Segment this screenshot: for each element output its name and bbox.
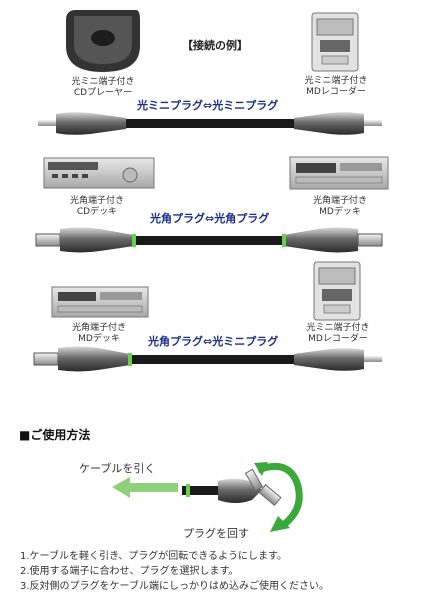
usage-heading: ■ご使用方法: [19, 428, 91, 442]
example-title: 【接続の例】: [182, 39, 248, 52]
row3-left-label-line2: MDデッキ: [78, 334, 120, 344]
pull-label: ケーブルを引く: [79, 462, 156, 475]
usage-step-2: 2.使用する端子に合わせ、プラグを選択します。: [20, 566, 239, 577]
row1-left-label-line1: 光ミニ端子付き: [71, 77, 135, 87]
row1-plug-label: 光ミニプラグ⇔光ミニプラグ: [137, 99, 279, 112]
row1-right-label-line2: MDレコーダー: [306, 87, 366, 97]
usage-step-3: 3.反対側のプラグをケーブル端にしっかりはめ込みご使用ください。: [20, 581, 329, 592]
row2-left-label-line2: CDデッキ: [76, 207, 118, 217]
row3-plug-label: 光角プラグ⇔光ミニプラグ: [148, 335, 279, 348]
pull-arrow-icon: [112, 477, 178, 498]
row2-right-label-line1: 光角端子付き: [312, 196, 367, 206]
row2-plug-label: 光角プラグ⇔光角プラグ: [150, 212, 270, 225]
row2-left-label-line1: 光角端子付き: [69, 196, 124, 206]
row3-right-label-line1: 光ミニ端子付き: [306, 323, 370, 333]
row1-left-label-line2: CDプレーヤー: [73, 88, 133, 98]
row2-right-label-line2: MDデッキ: [319, 207, 361, 217]
rotate-arrow-icon: [254, 462, 303, 532]
row3-right-label-line2: MDレコーダー: [308, 334, 368, 344]
rotate-label: プラグを回す: [183, 527, 249, 540]
row1-right-label-line1: 光ミニ端子付き: [304, 76, 368, 86]
row3-left-label-line1: 光角端子付き: [71, 323, 126, 333]
usage-step-1: 1.ケーブルを軽く引き、プラグが回転できるようにします。: [20, 551, 288, 562]
